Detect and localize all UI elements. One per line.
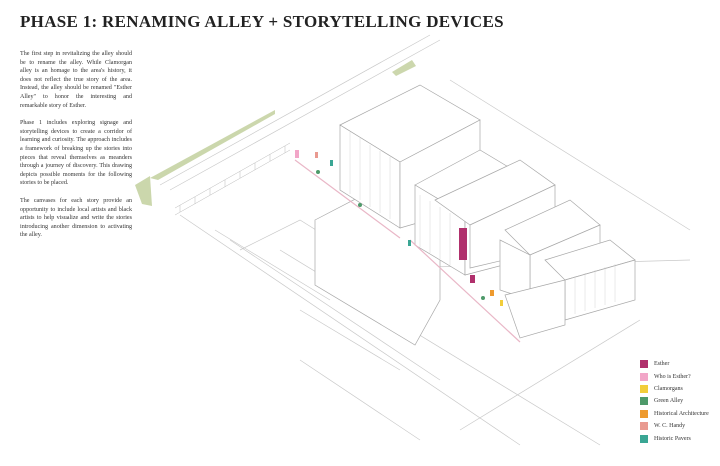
legend-item-wc-handy: W. C. Handy xyxy=(640,420,720,432)
legend-swatch xyxy=(640,384,648,393)
legend-label: Esther xyxy=(654,361,670,368)
green-strips xyxy=(135,60,416,206)
axonometric-alley-drawing xyxy=(135,34,691,446)
legend-swatch xyxy=(640,434,648,443)
legend-item-historical-architecture: Historical Architecture xyxy=(640,408,720,420)
legend-swatch xyxy=(640,422,648,431)
legend-swatch xyxy=(640,372,648,381)
page-title: PHASE 1: RENAMING ALLEY + STORYTELLING D… xyxy=(20,12,504,31)
legend-label: Historical Architecture xyxy=(654,410,709,417)
story-markers xyxy=(295,150,503,306)
legend-item-green-alley: Green Alley xyxy=(640,395,720,407)
legend-label: Green Alley xyxy=(654,398,684,405)
legend-item-esther: Esther xyxy=(640,358,720,370)
legend-item-who-is-esther: Who is Esther? xyxy=(640,370,720,382)
legend-label: Historic Pavers xyxy=(654,435,691,442)
legend-label: W. C. Handy xyxy=(654,423,686,430)
legend-item-clamorgans: Clamorgans xyxy=(640,383,720,395)
legend-swatch xyxy=(640,397,648,406)
facade-lines xyxy=(349,132,616,314)
legend-label: Clamorgans xyxy=(654,385,683,392)
alley-path xyxy=(294,159,521,343)
buildings xyxy=(314,84,636,346)
legend-swatch xyxy=(640,409,648,418)
esther-panel xyxy=(459,228,467,260)
legend: Esther Who is Esther? Clamorgans Green A… xyxy=(640,358,720,445)
paragraph-phase-1: Phase 1 includes exploring signage and s… xyxy=(20,120,132,187)
paragraph-canvases: The canvases for each story provide an o… xyxy=(20,197,132,239)
paragraph-renaming: The first step in revitalizing the alley… xyxy=(20,51,132,109)
legend-label: Who is Esther? xyxy=(654,373,691,380)
legend-item-historic-pavers: Historic Pavers xyxy=(640,432,720,444)
legend-swatch xyxy=(640,360,648,369)
fence-row xyxy=(174,142,291,216)
description-column: The first step in revitalizing the alley… xyxy=(20,50,132,249)
